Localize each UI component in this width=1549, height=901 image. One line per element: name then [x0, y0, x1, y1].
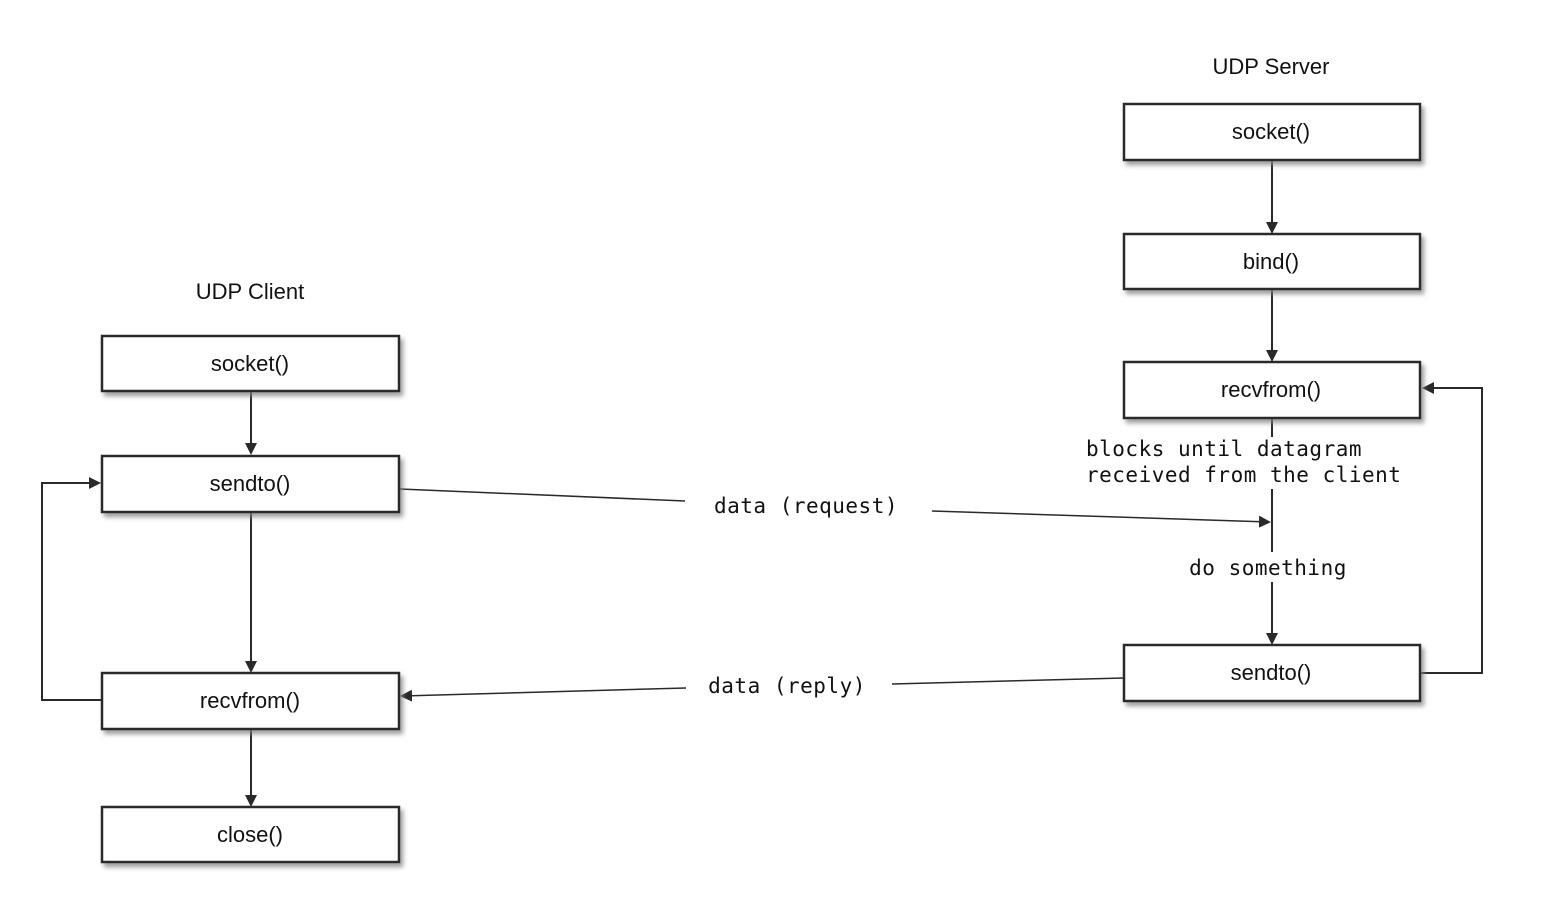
server-socket-node: socket()	[1122, 102, 1422, 162]
edge-server-loop-back	[1420, 382, 1483, 674]
server-recvfrom-node: recvfrom()	[1122, 360, 1422, 420]
client-sendto-label: sendto()	[210, 471, 291, 496]
server-bind-node: bind()	[1122, 232, 1422, 291]
server-do-something-note: do something	[1189, 556, 1347, 580]
client-recvfrom-label: recvfrom()	[200, 688, 300, 713]
client-socket-node: socket()	[100, 334, 401, 393]
edge-client-loop-back	[41, 477, 102, 701]
client-title: UDP Client	[196, 279, 304, 304]
request-message-label: data (request)	[714, 494, 898, 518]
client-close-label: close()	[217, 822, 283, 847]
server-sendto-node: sendto()	[1122, 643, 1422, 703]
server-sendto-label: sendto()	[1231, 660, 1312, 685]
server-blocks-note-line1: blocks until datagram	[1086, 437, 1362, 461]
server-title: UDP Server	[1213, 54, 1330, 79]
edge-request-left	[399, 488, 686, 502]
edge-reply-right	[891, 677, 1125, 685]
server-bind-label: bind()	[1243, 249, 1299, 274]
edge-request-right	[931, 510, 1271, 528]
reply-message-label: data (reply)	[708, 674, 866, 698]
client-socket-label: socket()	[211, 351, 289, 376]
edge-reply-left	[400, 687, 687, 702]
server-socket-label: socket()	[1232, 119, 1310, 144]
client-recvfrom-node: recvfrom()	[100, 671, 401, 731]
server-blocks-note-line2: received from the client	[1086, 463, 1401, 487]
client-sendto-node: sendto()	[100, 454, 401, 514]
server-recvfrom-label: recvfrom()	[1221, 377, 1321, 402]
client-close-node: close()	[100, 805, 401, 864]
